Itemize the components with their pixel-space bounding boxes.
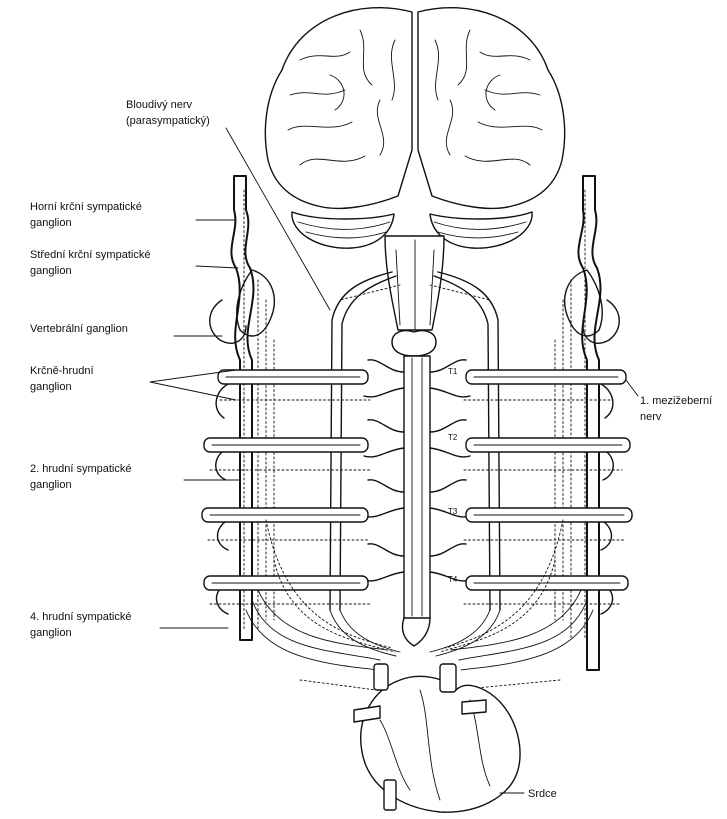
label-vagus-nerve-line2: (parasympatický) — [126, 115, 210, 127]
leader-middle-cervical-ganglion — [195, 265, 239, 269]
heart — [353, 663, 521, 813]
segment-label-t3: T3 — [448, 507, 458, 516]
label-cervicothoracic-ganglion-line1: Krčně-hrudní — [30, 365, 94, 377]
label-middle-cervical-ganglion-line2: ganglion — [30, 265, 72, 277]
spinal-cord — [391, 329, 437, 619]
label-heart: Srdce — [528, 788, 557, 800]
label-vagus-nerve-line1: Bloudivý nerv — [126, 99, 193, 111]
intercostal-nerves — [201, 369, 633, 605]
brain — [264, 6, 566, 331]
segment-label-t1: T1 — [448, 367, 458, 376]
vagus-nerves — [329, 271, 501, 611]
label-first-intercostal-nerve-line1: 1. mezižeberní — [640, 395, 712, 407]
label-fourth-thoracic-ganglion-line2: ganglion — [30, 627, 72, 639]
label-superior-cervical-ganglion-line1: Horní krční sympatické — [30, 201, 142, 213]
label-middle-cervical-ganglion-line1: Střední krční sympatické — [30, 249, 150, 261]
sympathetic-chain-right — [554, 175, 620, 671]
annotation-labels: Bloudivý nerv (parasympatický) Horní krč… — [30, 99, 712, 800]
segment-label-t2: T2 — [448, 433, 458, 442]
segment-label-t4: T4 — [448, 575, 458, 584]
leader-vagus-nerve — [225, 127, 331, 311]
label-second-thoracic-ganglion-line1: 2. hrudní sympatické — [30, 463, 132, 475]
label-second-thoracic-ganglion-line2: ganglion — [30, 479, 72, 491]
sympathetic-chain-left — [209, 175, 275, 641]
leader-first-intercostal-nerve — [625, 379, 639, 397]
label-superior-cervical-ganglion-line2: ganglion — [30, 217, 72, 229]
leader-cervicothoracic-ganglion — [149, 369, 237, 401]
label-cervicothoracic-ganglion-line2: ganglion — [30, 381, 72, 393]
label-first-intercostal-nerve-line2: nerv — [640, 411, 662, 423]
label-fourth-thoracic-ganglion-line1: 4. hrudní sympatické — [30, 611, 132, 623]
label-vertebral-ganglion: Vertebrální ganglion — [30, 323, 128, 335]
